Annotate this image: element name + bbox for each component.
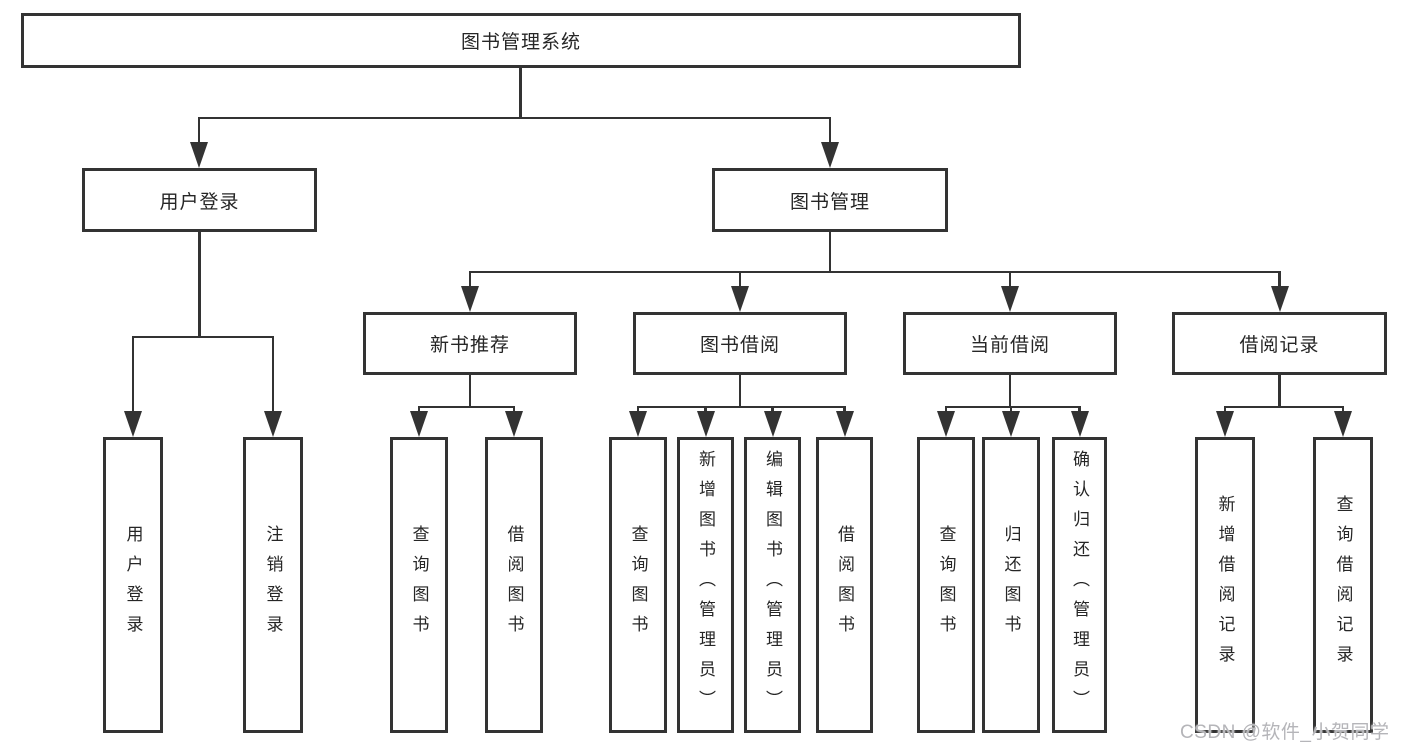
node-book-borrowing: 图书借阅	[633, 312, 847, 375]
connector-line	[131, 336, 135, 414]
connector-line	[468, 375, 472, 408]
leaf-return-books: 归还图书	[982, 437, 1040, 733]
connector-line	[132, 335, 273, 338]
node-library-system: 图书管理系统	[21, 13, 1021, 68]
arrow-down-icon	[190, 142, 208, 168]
arrow-down-icon	[629, 411, 647, 437]
connector-line	[738, 375, 742, 408]
arrow-down-icon	[731, 286, 749, 312]
connector-line	[1341, 406, 1345, 414]
connector-line	[828, 232, 832, 273]
arrow-down-icon	[937, 411, 955, 437]
arrow-down-icon	[1334, 411, 1352, 437]
connector-line	[1223, 406, 1227, 414]
arrow-down-icon	[505, 411, 523, 437]
leaf-user-login: 用户登录	[103, 437, 163, 733]
connector-line	[198, 232, 201, 337]
leaf-confirm-return-admin: 确认归还（管理员）	[1052, 437, 1107, 733]
leaf-logout: 注销登录	[243, 437, 303, 733]
leaf-borrow-books: 借阅图书	[816, 437, 873, 733]
arrow-down-icon	[1270, 286, 1289, 312]
arrow-down-icon	[461, 286, 479, 312]
arrow-down-icon	[124, 411, 142, 437]
connector-line	[1008, 375, 1012, 408]
leaf-query-books-borrow: 查询图书	[609, 437, 667, 733]
csdn-watermark: CSDN @软件_小贺同学	[1180, 722, 1390, 743]
node-user-login: 用户登录	[82, 168, 317, 232]
leaf-query-borrow-record: 查询借阅记录	[1313, 437, 1373, 733]
connector-line	[944, 406, 948, 414]
leaf-add-borrow-record: 新增借阅记录	[1195, 437, 1255, 733]
connector-line	[1009, 406, 1013, 414]
connector-line	[1278, 271, 1281, 288]
connector-line	[637, 405, 846, 408]
leaf-edit-book-admin: 编辑图书（管理员）	[744, 437, 801, 733]
connector-line	[843, 406, 846, 414]
connector-line	[828, 117, 832, 145]
arrow-down-icon	[696, 411, 715, 437]
connector-line	[771, 406, 774, 414]
connector-line	[198, 116, 831, 119]
connector-line	[1224, 405, 1344, 408]
connector-line	[945, 405, 1081, 408]
node-borrowing-records: 借阅记录	[1172, 312, 1387, 375]
connector-line	[271, 336, 275, 414]
connector-line	[1278, 375, 1281, 408]
connector-line	[1008, 271, 1012, 288]
node-book-management: 图书管理	[712, 168, 948, 232]
connector-line	[636, 406, 640, 414]
connector-line	[468, 271, 472, 288]
node-current-borrowing: 当前借阅	[903, 312, 1117, 375]
connector-line	[197, 117, 201, 145]
arrow-down-icon	[410, 411, 428, 437]
leaf-query-books-recommend: 查询图书	[390, 437, 448, 733]
connector-line	[418, 405, 515, 408]
leaf-query-books-current: 查询图书	[917, 437, 975, 733]
arrow-down-icon	[1216, 411, 1234, 437]
arrow-down-icon	[763, 411, 782, 437]
arrow-down-icon	[835, 411, 854, 437]
connector-line	[512, 406, 516, 414]
connector-line	[417, 406, 421, 414]
connector-line	[738, 271, 742, 288]
connector-line	[519, 68, 522, 117]
connector-line	[704, 406, 707, 414]
arrow-down-icon	[264, 411, 282, 437]
connector-line	[469, 270, 1281, 273]
arrow-down-icon	[1002, 411, 1020, 437]
arrow-down-icon	[821, 142, 839, 168]
arrow-down-icon	[1070, 411, 1089, 437]
node-new-book-recommendation: 新书推荐	[363, 312, 577, 375]
leaf-add-book-admin: 新增图书（管理员）	[677, 437, 734, 733]
arrow-down-icon	[1001, 286, 1019, 312]
leaf-borrow-books-recommend: 借阅图书	[485, 437, 543, 733]
connector-line	[1078, 406, 1081, 414]
